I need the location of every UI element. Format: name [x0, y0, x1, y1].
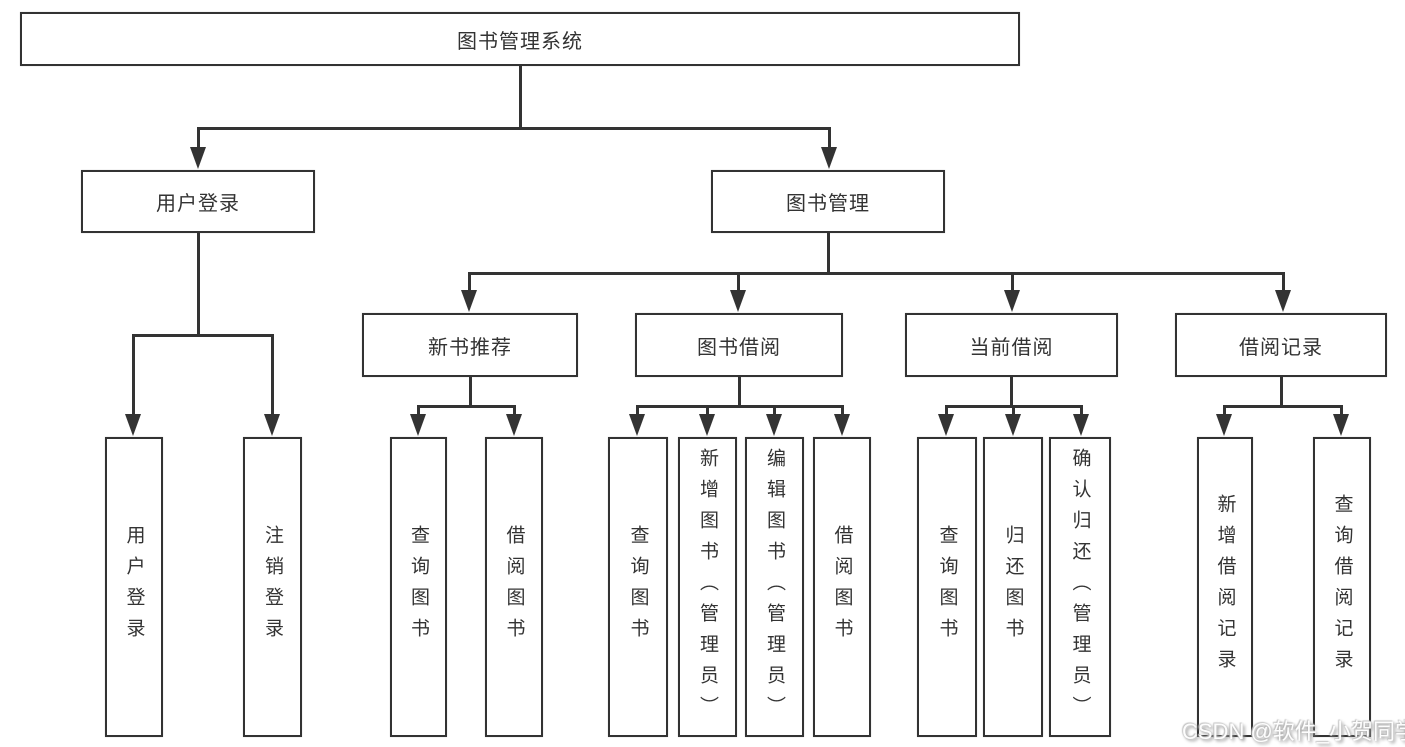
node-new-book-recommend: 新书推荐 — [362, 313, 578, 377]
connector-root-hline — [196, 126, 831, 130]
csdn-watermark: CSDN @软件_小贺同学 — [1182, 719, 1405, 744]
arrow-down-icon — [766, 406, 782, 436]
leaf-borrow-books: 借阅图书 — [813, 437, 871, 737]
connector-borrow-stub — [737, 375, 741, 407]
leaf-edit-books-admin: 编辑图书（管理员） — [745, 437, 804, 737]
node-current-borrow-label: 当前借阅 — [969, 336, 1054, 359]
leaf-recommend-borrow-books: 借阅图书 — [485, 437, 543, 737]
arrow-down-icon — [938, 406, 954, 436]
arrow-down-icon — [730, 273, 746, 312]
leaf-user-login-label: 用户登录 — [123, 525, 145, 649]
connector-login-hline — [131, 333, 274, 337]
leaf-recommend-query-books: 查询图书 — [390, 437, 447, 737]
leaf-return-books-label: 归还图书 — [1002, 525, 1024, 649]
leaf-borrow-books-label: 借阅图书 — [831, 525, 853, 649]
connector-recommend-hline — [416, 404, 516, 408]
connector-manage-hline — [467, 271, 1285, 275]
node-book-borrow-label: 图书借阅 — [697, 336, 781, 359]
leaf-borrow-query-books-label: 查询图书 — [627, 525, 649, 649]
arrow-down-icon — [1073, 406, 1089, 436]
leaf-query-borrow-record: 查询借阅记录 — [1313, 437, 1371, 737]
arrow-down-icon — [1005, 406, 1021, 436]
connector-manage-stub — [826, 231, 830, 274]
connector-records-hline — [1222, 404, 1343, 408]
node-new-book-recommend-label: 新书推荐 — [428, 336, 512, 359]
node-library-system-label: 图书管理系统 — [457, 30, 583, 53]
node-book-management-label: 图书管理 — [786, 193, 870, 215]
arrow-down-icon — [1275, 273, 1291, 312]
leaf-recommend-borrow-books-label: 借阅图书 — [503, 525, 525, 649]
leaf-logout: 注销登录 — [243, 437, 302, 737]
node-user-login: 用户登录 — [81, 170, 315, 233]
node-borrow-records-label: 借阅记录 — [1239, 336, 1323, 359]
node-library-system: 图书管理系统 — [20, 12, 1020, 66]
arrow-down-icon — [410, 406, 426, 436]
leaf-logout-label: 注销登录 — [262, 525, 283, 649]
leaf-recommend-query-books-label: 查询图书 — [408, 525, 429, 649]
leaf-add-borrow-record-label: 新增借阅记录 — [1214, 494, 1236, 680]
connector-root-stub — [518, 64, 522, 128]
node-book-borrow: 图书借阅 — [635, 313, 843, 377]
leaf-borrow-query-books: 查询图书 — [608, 437, 668, 737]
arrow-down-icon — [629, 406, 645, 436]
leaf-confirm-return-admin: 确认归还（管理员） — [1049, 437, 1111, 737]
node-current-borrow: 当前借阅 — [905, 313, 1118, 377]
leaf-return-books: 归还图书 — [983, 437, 1043, 737]
leaf-current-query-books-label: 查询图书 — [936, 525, 958, 649]
connector-recommend-stub — [468, 375, 472, 407]
arrow-down-icon — [506, 406, 522, 436]
connector-records-stub — [1279, 375, 1283, 407]
arrow-down-icon — [125, 335, 141, 436]
leaf-edit-books-admin-label: 编辑图书（管理员） — [764, 447, 785, 727]
arrow-down-icon — [1004, 273, 1020, 312]
leaf-add-borrow-record: 新增借阅记录 — [1197, 437, 1253, 737]
arrow-down-icon — [834, 406, 850, 436]
leaf-current-query-books: 查询图书 — [917, 437, 977, 737]
leaf-add-books-admin-label: 新增图书（管理员） — [697, 447, 718, 727]
arrow-down-icon — [1216, 406, 1232, 436]
arrow-down-icon — [461, 273, 477, 312]
arrow-down-icon — [264, 335, 280, 436]
connector-borrow-hline — [635, 404, 844, 408]
arrow-down-icon — [699, 406, 715, 436]
leaf-confirm-return-admin-label: 确认归还（管理员） — [1069, 447, 1091, 727]
leaf-user-login: 用户登录 — [105, 437, 163, 737]
leaf-query-borrow-record-label: 查询借阅记录 — [1331, 494, 1353, 680]
node-borrow-records: 借阅记录 — [1175, 313, 1387, 377]
arrow-down-icon — [1333, 406, 1349, 436]
node-book-management: 图书管理 — [711, 170, 945, 233]
leaf-add-books-admin: 新增图书（管理员） — [678, 437, 737, 737]
node-user-login-label: 用户登录 — [156, 193, 240, 215]
connector-login-stub — [196, 231, 200, 336]
arrow-down-icon — [821, 128, 837, 169]
arrow-down-icon — [190, 128, 206, 169]
connector-current-stub — [1009, 375, 1013, 407]
